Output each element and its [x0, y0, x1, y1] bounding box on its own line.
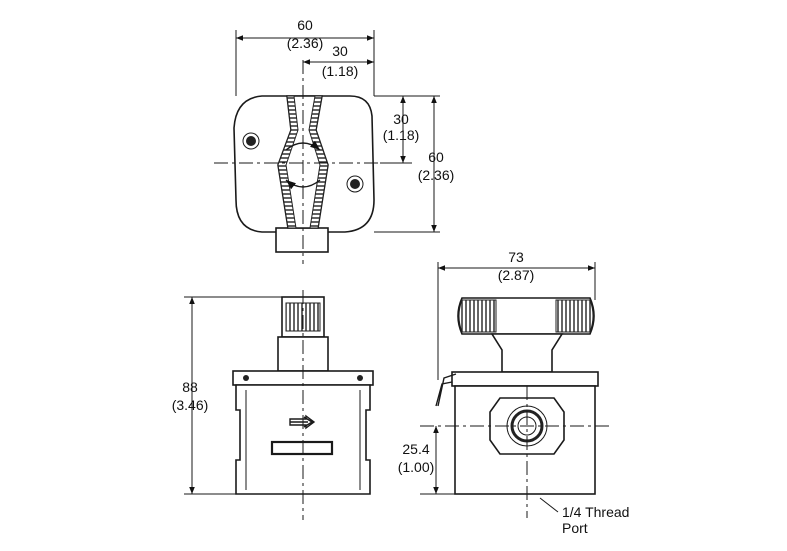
- top-view-screw-right: [346, 175, 364, 193]
- top-height-mm-label: 60: [428, 149, 444, 165]
- top-view-screw-left: [242, 132, 260, 150]
- port-callout-line1: 1/4 Thread: [562, 504, 629, 520]
- side-port-height-in-label: (1.00): [398, 459, 435, 475]
- top-half-width-in-label: (1.18): [322, 63, 359, 79]
- side-width-mm-label: 73: [508, 249, 524, 265]
- top-half-height-mm-label: 30: [393, 111, 409, 127]
- side-view-stem: [490, 333, 564, 373]
- side-port-height-mm-label: 25.4: [402, 441, 429, 457]
- side-view-knob-knurl: [458, 299, 497, 333]
- port-callout-leader: [539, 497, 559, 513]
- side-view-top-plate: [451, 371, 599, 387]
- top-half-width-mm-label: 30: [332, 43, 348, 59]
- top-view-handle-knurl-left: [277, 95, 299, 229]
- front-view-label-slot: [270, 440, 334, 456]
- side-view: 73 (2.87) 25.4 (1.00) 1/4 Thread Port: [398, 249, 630, 536]
- port-callout-line2: Port: [562, 520, 588, 536]
- front-height-mm-label: 88: [182, 379, 198, 395]
- side-width-in-label: (2.87): [498, 267, 535, 283]
- top-width-mm-label: 60: [297, 17, 313, 33]
- top-view: 60 (2.36) 30 (1.18) 30 (1.18) 60 (2.36): [214, 17, 454, 264]
- top-height-in-label: (2.36): [418, 167, 455, 183]
- front-view: 88 (3.46): [172, 290, 374, 520]
- side-view-lever-tab: [435, 373, 457, 407]
- side-view-knob-knurl-right: [555, 299, 594, 333]
- top-width-in-label: (2.36): [287, 35, 324, 51]
- front-view-body: [235, 384, 371, 495]
- flow-direction-arrow-icon: [289, 414, 316, 430]
- front-height-in-label: (3.46): [172, 397, 209, 413]
- top-view-neck: [275, 227, 329, 253]
- top-half-height-in-label: (1.18): [383, 127, 420, 143]
